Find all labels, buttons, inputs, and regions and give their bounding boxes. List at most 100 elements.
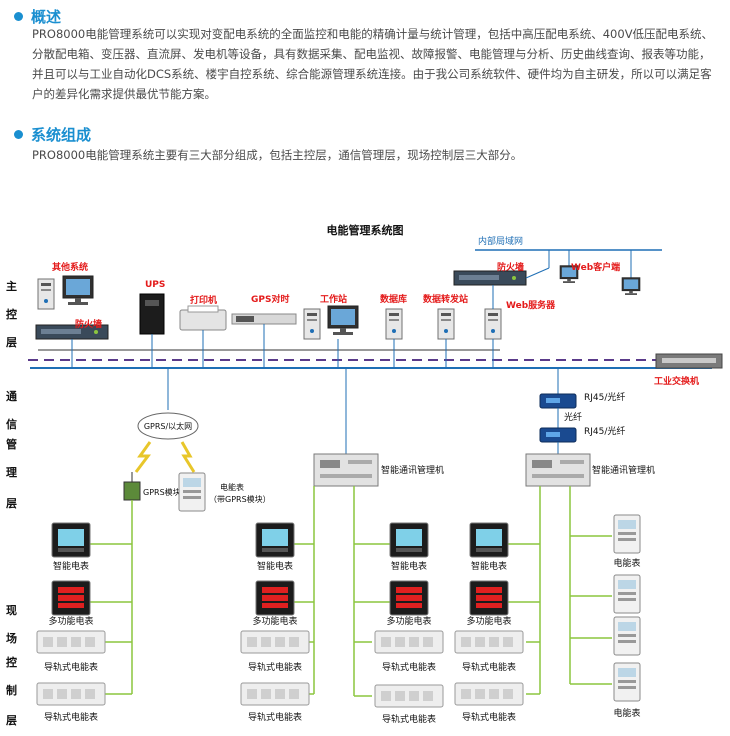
rail-meter-label: 导轨式电能表	[382, 661, 436, 673]
other-system-server-icon	[37, 278, 55, 310]
smart-meter-icon	[51, 522, 91, 558]
multi-meter-icon	[255, 580, 295, 616]
overview-line: 分散配电箱、变压器、直流屏、发电机等设备，具有数据采集、配电监视、故障报警、电能…	[32, 47, 711, 61]
multi-meter-label: 多功能电表	[466, 615, 511, 627]
comm-manager-1-label: 智能通讯管理机	[381, 464, 444, 476]
rail-meter-label: 导轨式电能表	[382, 713, 436, 725]
bullet-icon	[14, 130, 23, 139]
data-forward-label: 数据转发站	[423, 293, 468, 305]
gprs-signal-icon	[134, 441, 152, 473]
rail-meter-icon	[240, 682, 310, 706]
gps-display	[236, 316, 254, 322]
rail-meter-label: 导轨式电能表	[248, 661, 302, 673]
gprs-net-label: GPRS/以太网	[144, 421, 192, 431]
web-server-icon	[484, 308, 502, 340]
workstation-server-icon	[303, 308, 321, 340]
web-client-label: Web客户端	[571, 261, 620, 273]
composition-title: 系统组成	[31, 126, 92, 144]
diagram-title: 电能管理系统图	[327, 223, 404, 237]
multi-meter-label: 多功能电表	[386, 615, 431, 627]
rail-meter-icon	[36, 682, 106, 706]
fiber-label: 光纤	[564, 411, 582, 423]
database-server-icon	[385, 308, 403, 340]
printer-label: 打印机	[190, 294, 217, 306]
comm-manager-2-icon	[525, 453, 591, 487]
rail-meter-label: 导轨式电能表	[248, 711, 302, 723]
other-system-pc-icon	[62, 275, 94, 306]
gprs-signal-icon	[180, 441, 196, 473]
firewall-left-label: 防火墙	[75, 318, 102, 330]
rail-meter-icon	[454, 682, 524, 706]
multi-meter-label: 多功能电表	[252, 615, 297, 627]
gprs-meter-label: 电能表	[220, 482, 244, 492]
other-system-label: 其他系统	[52, 261, 88, 273]
multi-meter-label: 多功能电表	[48, 615, 93, 627]
workstation-label: 工作站	[320, 293, 347, 305]
layer-comm-char: 理	[6, 466, 17, 479]
rail-meter-label: 导轨式电能表	[44, 661, 98, 673]
industrial-switch-label: 工业交换机	[654, 375, 699, 387]
smart-meter-icon	[469, 522, 509, 558]
rail-meter-icon	[374, 684, 444, 708]
web-server-label: Web服务器	[506, 299, 556, 311]
gprs-meter-label: （带GPRS模块）	[209, 494, 271, 504]
multi-meter-icon	[389, 580, 429, 616]
rj45-fiber-2-label: RJ45/光纤	[584, 425, 625, 437]
system-diagram: 电能管理系统图 主 控 层 通 信 管 理 层 现 场 控 制 层 内部局域网 …	[5, 223, 723, 727]
overview-line: PRO8000电能管理系统可以实现对变配电系统的全面监控和电能的精确计量与统计管…	[32, 27, 714, 41]
energy-meter-icon	[613, 514, 641, 554]
comm-manager-2-label: 智能通讯管理机	[592, 464, 655, 476]
media-converter-icon	[539, 393, 577, 409]
gprs-module-label: GPRS模块	[143, 487, 181, 497]
layer-field-char: 控	[6, 655, 17, 669]
bullet-icon	[14, 12, 23, 21]
overview-line: 并且可以与工业自动化DCS系统、楼宇自控系统、综合能源管理系统连接。由于我公司系…	[32, 67, 712, 81]
data-forward-server-icon	[437, 308, 455, 340]
layer-comm-char: 信	[6, 417, 17, 431]
gps-label: GPS对时	[251, 293, 289, 305]
composition-heading: 系统组成	[14, 124, 91, 145]
printer-paper	[187, 305, 219, 313]
layer-comm-char: 通	[6, 390, 17, 403]
energy-meter-icon	[613, 662, 641, 702]
multi-meter-icon	[51, 580, 91, 616]
comm-manager-1-icon	[313, 453, 379, 487]
rail-meter-icon	[374, 630, 444, 654]
gprs-cloud-icon	[137, 412, 199, 440]
industrial-switch-ports	[662, 358, 716, 363]
layer-main-char: 控	[6, 307, 17, 321]
rail-meter-icon	[36, 630, 106, 654]
rail-meter-label: 导轨式电能表	[44, 711, 98, 723]
layer-main-char: 主	[6, 279, 17, 293]
workstation-pc-icon	[327, 305, 359, 336]
database-label: 数据库	[380, 293, 407, 305]
overview-line: 户的差异化需求提供最优节能方案。	[32, 87, 216, 101]
smart-meter-icon	[389, 522, 429, 558]
energy-meter-icon	[613, 616, 641, 656]
ups-panel	[145, 300, 159, 306]
overview-paragraph: PRO8000电能管理系统可以实现对变配电系统的全面监控和电能的精确计量与统计管…	[32, 24, 722, 104]
printer-icon	[179, 309, 227, 331]
overview-title: 概述	[31, 8, 62, 26]
smart-meter-label: 智能电表	[53, 560, 89, 572]
field-wiring	[90, 486, 612, 697]
energy-meter-label: 电能表	[613, 557, 640, 569]
smart-meter-label: 智能电表	[391, 560, 427, 572]
smart-meter-label: 智能电表	[257, 560, 293, 572]
firewall-right-link	[525, 267, 550, 279]
energy-meter-label: 电能表	[613, 707, 640, 719]
media-converter-icon	[539, 427, 577, 443]
layer-field-char: 现	[6, 604, 17, 617]
intranet-label: 内部局域网	[478, 235, 523, 247]
composition-paragraph: PRO8000电能管理系统主要有三大部分组成，包括主控层，通信管理层，现场控制层…	[32, 148, 523, 162]
smart-meter-label: 智能电表	[471, 560, 507, 572]
firewall-right-icon	[453, 270, 527, 286]
layer-field-char: 场	[6, 631, 17, 645]
firewall-right-label: 防火墙	[497, 261, 524, 273]
rail-meter-label: 导轨式电能表	[462, 711, 516, 723]
layer-comm-char: 管	[6, 437, 17, 451]
overview-heading: 概述	[14, 6, 61, 27]
gprs-meter-icon	[178, 472, 206, 512]
layer-main-char: 层	[5, 336, 17, 349]
layer-labels: 主 控 层 通 信 管 理 层 现 场 控 制 层	[5, 279, 17, 727]
